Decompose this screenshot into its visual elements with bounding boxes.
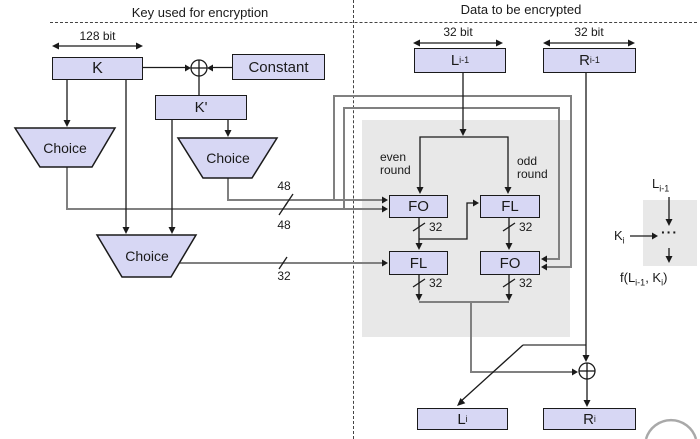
legend-key-sub: i <box>622 235 625 246</box>
data-wires <box>55 42 670 404</box>
legend-output-sub2: i <box>661 277 664 288</box>
fo-round1-box: FO <box>389 195 448 218</box>
fo-round1-label: FO <box>408 198 429 215</box>
r-out-subscript: i <box>593 413 596 424</box>
choice-3-label: Choice <box>125 248 169 264</box>
choice-3-shape <box>95 234 198 278</box>
legend-key-label: Ki <box>614 228 625 246</box>
odd-round-label: odd round <box>517 154 548 181</box>
bus-width-32-fl2: 32 <box>429 276 443 290</box>
choice-2-label: Choice <box>206 150 250 166</box>
legend-dots: ··· <box>661 224 678 240</box>
key-bus-wires <box>66 95 586 373</box>
header-divider-dashed <box>50 22 697 23</box>
r-out-label: R <box>583 410 594 428</box>
legend-input-sub: i-1 <box>659 183 670 194</box>
legend-output-pre: f(L <box>620 270 636 285</box>
l-prev-label: L <box>450 52 460 69</box>
fl-round1-box: FL <box>480 195 540 218</box>
choice-1-shape <box>13 127 117 168</box>
legend-output-post: ) <box>663 270 668 285</box>
bus-width-32-fo1: 32 <box>429 220 443 234</box>
fl-round2-label: FL <box>409 254 428 272</box>
k-prime-box: K' <box>155 95 247 120</box>
arrowheads <box>52 39 673 407</box>
key-section-title: Key used for encryption <box>131 5 269 20</box>
fo-round2-box: FO <box>480 251 540 275</box>
bus-width-32-fl1: 32 <box>519 220 533 234</box>
bus-width-32-key: 32 <box>277 269 291 283</box>
legend-input-label: Li-1 <box>652 176 669 194</box>
legend-key-base: K <box>614 228 623 243</box>
constant-label: Constant <box>248 58 309 76</box>
width-label-32bit-right: 32 bit <box>574 25 604 39</box>
xor-icons <box>190 59 596 380</box>
section-separator-dashed <box>353 0 354 439</box>
page-curl-arc <box>644 418 698 439</box>
choice-2-shape <box>176 137 279 179</box>
bus-width-32-fo2: 32 <box>519 276 533 290</box>
data-section-title: Data to be encrypted <box>460 2 582 17</box>
legend-output-mid: , K <box>645 270 662 285</box>
xor-key-icon <box>190 59 208 77</box>
fl-round1-label: FL <box>501 198 519 215</box>
even-round-label: even round <box>380 150 411 177</box>
choice-1-label: Choice <box>43 140 87 156</box>
bus-width-48-upper: 48 <box>277 179 291 193</box>
l-out-subscript: i <box>465 413 468 424</box>
k-label: K <box>92 59 103 77</box>
fl-round2-box: FL <box>389 251 448 275</box>
l-prev-subscript: i-1 <box>459 55 470 65</box>
width-label-32bit-left: 32 bit <box>443 25 473 39</box>
fo-round2-label: FO <box>499 254 521 272</box>
legend-output-sub1: i-1 <box>635 277 646 288</box>
legend-input-base: L <box>652 176 660 191</box>
choice-selectors <box>13 127 279 278</box>
constant-box: Constant <box>232 54 325 80</box>
xor-data-icon <box>578 362 596 380</box>
width-label-128bit: 128 bit <box>79 29 116 43</box>
k-box: K <box>52 57 143 80</box>
bus-width-48-lower: 48 <box>277 218 291 232</box>
r-prev-subscript: i-1 <box>589 55 600 65</box>
l-out-label: L <box>457 410 466 428</box>
round-function-panel <box>362 120 570 337</box>
r-prev-label: R <box>579 52 590 69</box>
k-prime-label: K' <box>194 99 208 116</box>
bus-width-ticks <box>278 193 516 288</box>
legend-output-label: f(Li-1, Ki) <box>620 270 667 288</box>
